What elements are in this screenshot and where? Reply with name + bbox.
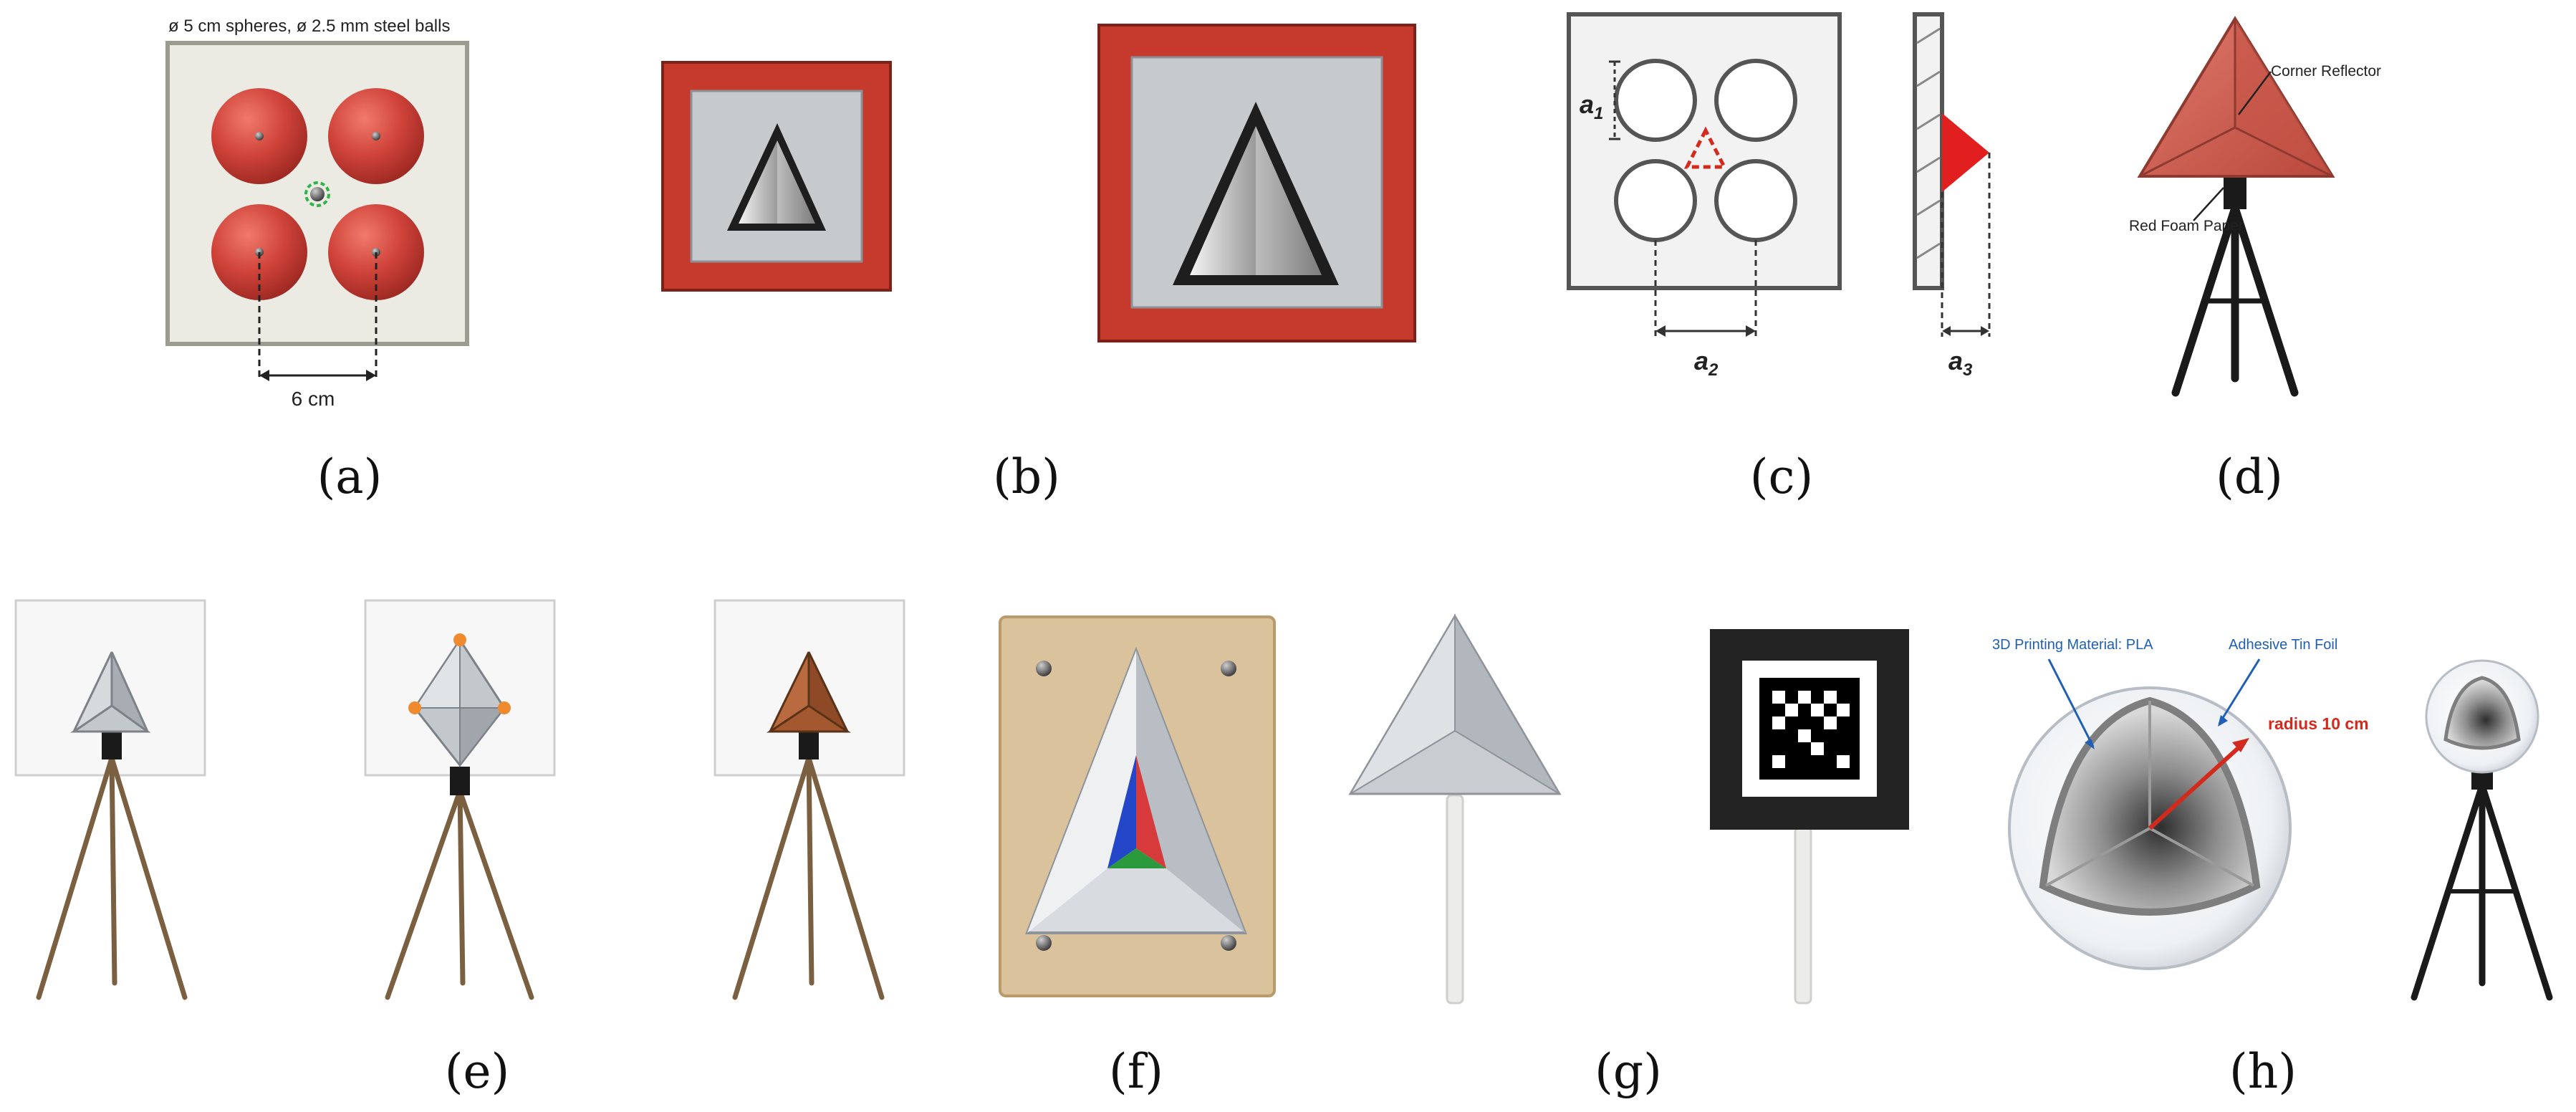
orange-marker: [408, 701, 421, 714]
steel-ball: [372, 132, 380, 140]
grey-panel-small: [690, 90, 863, 263]
red-face: [1136, 755, 1166, 868]
leader-line: [2193, 187, 2224, 221]
hole-top-left: [1614, 59, 1697, 142]
silver-reflector: [70, 704, 151, 733]
distance-label: 6 cm: [292, 388, 335, 410]
radius-line: [2148, 742, 2244, 830]
plate-side-view: [1913, 12, 1944, 290]
green-face: [1107, 848, 1166, 868]
panel-d: Corner Reflector Red Foam Paper (d): [2129, 16, 2381, 504]
foil-label: Adhesive Tin Foil: [2229, 637, 2337, 653]
plate-hatching: [1916, 27, 1941, 259]
panel-f: (f): [999, 615, 1276, 1099]
reflector-side: [1942, 113, 1989, 192]
reflector-face-left: [1190, 126, 1256, 275]
caption-d: (d): [2216, 449, 2283, 504]
reflector-face: [413, 637, 461, 709]
tripod-d: [2171, 203, 2299, 397]
hole-bottom-left: [1614, 159, 1697, 242]
leader-arrow: [2218, 715, 2228, 727]
bronze-reflector: [766, 704, 851, 733]
panel-e: (e): [14, 599, 905, 1099]
pole: [1794, 826, 1812, 1005]
reflector-face-right: [777, 140, 815, 224]
reflector-face: [459, 707, 506, 767]
reflector-edge: [2045, 827, 2150, 887]
orange-marker: [498, 701, 511, 714]
a1-label: a1: [1580, 90, 1603, 123]
wooden-tripod: [732, 755, 885, 1000]
hole-top-right: [1714, 59, 1797, 142]
corner-ball: [1036, 661, 1052, 676]
reflector-edge: [2139, 126, 2236, 178]
caption-e: (e): [445, 1044, 510, 1099]
material-label: 3D Printing Material: PLA: [1992, 637, 2153, 653]
marker-pattern: [1772, 691, 1850, 768]
a2-arrows: [1655, 325, 1756, 337]
tripod-h: [2411, 782, 2553, 1001]
leader-line: [2218, 658, 2261, 724]
leader-arrow: [2085, 739, 2095, 749]
reflector-edge: [2149, 827, 2254, 887]
tripod-head: [799, 732, 819, 759]
pole: [1446, 794, 1464, 1005]
plate-front-view: [1567, 12, 1842, 290]
caption-b: (b): [993, 449, 1060, 504]
panel-a: ø 5 cm spheres, ø 2.5 mm steel balls 6 c…: [165, 16, 469, 504]
panel-a-title: ø 5 cm spheres, ø 2.5 mm steel balls: [168, 16, 450, 36]
tripod-head: [102, 732, 122, 759]
caption-a: (a): [317, 449, 383, 504]
hole-bottom-right: [1714, 159, 1797, 242]
caption-h: (h): [2229, 1044, 2297, 1099]
panel-g: (g): [1348, 613, 1909, 1099]
reflector-face: [1454, 613, 1560, 795]
blue-face: [1107, 755, 1136, 868]
a3-label: a3: [1948, 346, 1973, 380]
wooden-tripod: [385, 788, 534, 1000]
center-steel-ball: [310, 187, 325, 201]
corner-ball: [1221, 935, 1236, 951]
radius-label: radius 10 cm: [2268, 714, 2369, 733]
leader-line: [2047, 658, 2095, 747]
panel-h: radius 10 cm 3D Printing Material: PLA A…: [1992, 637, 2553, 1099]
orange-marker: [453, 633, 466, 646]
reflector-face: [2235, 19, 2332, 176]
caption-c: (c): [1750, 449, 1813, 504]
reflector-face-right: [1256, 126, 1322, 275]
reflector-face: [1027, 651, 1136, 933]
caption-g: (g): [1595, 1044, 1662, 1099]
caption-f: (f): [1109, 1044, 1163, 1099]
reflector-edge: [2234, 126, 2333, 178]
center-marker-ring: [304, 181, 330, 207]
radius-arrow: [2232, 738, 2249, 752]
corner-reflector-label: Corner Reflector: [2271, 63, 2381, 80]
reflector-outline: [1683, 126, 1728, 169]
corner-ball: [1221, 661, 1236, 676]
tripod-head: [2224, 176, 2246, 209]
reflector-face-left: [739, 140, 777, 224]
tin-foil-reflector: [2443, 676, 2521, 750]
a2-label: a2: [1694, 346, 1719, 380]
panel-c: a1 a2 a3 (c): [1567, 12, 1991, 504]
corner-ball: [1036, 935, 1052, 951]
red-foam-paper-label: Red Foam Paper: [2129, 218, 2244, 234]
tripod-head: [450, 767, 470, 795]
panel-b: (b): [661, 24, 1416, 504]
leader-line: [2238, 71, 2272, 115]
reflector-face: [1136, 651, 1245, 933]
wooden-tripod: [36, 755, 188, 1000]
steel-ball: [255, 132, 264, 140]
